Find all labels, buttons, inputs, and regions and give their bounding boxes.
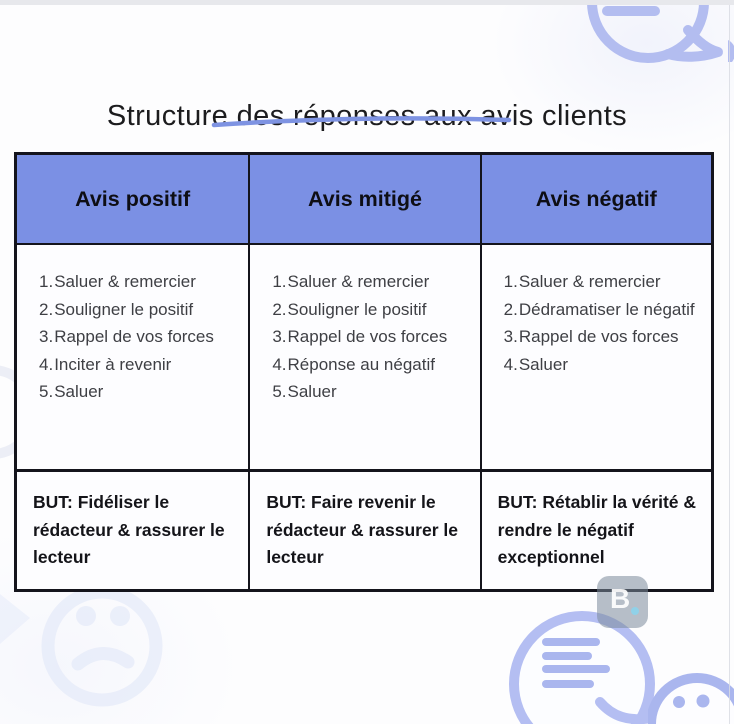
step-number: 4. [272, 354, 287, 374]
logo-badge-dot [631, 607, 639, 615]
step-text: Dédramatiser le négatif [518, 299, 695, 319]
step-item: 1.Saluer & remercier [39, 268, 240, 296]
step-number: 5. [272, 382, 287, 402]
step-text: Souligner le positif [287, 299, 427, 319]
step-item: 3.Rappel de vos forces [272, 323, 471, 351]
step-text: Saluer & remercier [518, 272, 661, 291]
step-item: 3.Rappel de vos forces [504, 323, 703, 351]
step-number: 4. [39, 354, 54, 374]
faint-bubble-tail-icon [0, 594, 30, 644]
smiley-icon [648, 673, 734, 724]
step-number: 4. [503, 354, 518, 374]
step-text: Saluer & remercier [54, 272, 196, 291]
step-number: 1. [272, 272, 287, 291]
step-text: Rappel de vos forces [518, 327, 679, 347]
step-text: Saluer [518, 354, 568, 374]
header-avis-mitige: Avis mitigé [248, 155, 480, 245]
step-text: Inciter à revenir [54, 354, 172, 374]
step-number: 2. [39, 299, 54, 319]
step-text: Saluer [287, 382, 337, 402]
sad-face-icon [41, 585, 163, 707]
logo-badge-letter: B [610, 583, 631, 614]
step-item: 1.Saluer & remercier [504, 268, 703, 296]
right-edge-line [729, 5, 730, 724]
top-border-strip [0, 0, 734, 5]
step-item: 4.Réponse au négatif [272, 351, 471, 379]
speech-bubble-icon [587, 0, 734, 63]
step-text: Réponse au négatif [287, 354, 435, 374]
goal-cell-negatif: BUT: Rétablir la vérité & rendre le néga… [479, 472, 711, 589]
step-number: 3. [503, 327, 518, 347]
step-number: 5. [39, 382, 54, 402]
step-text: Saluer & remercier [287, 272, 430, 291]
step-item: 5.Saluer [272, 378, 471, 406]
step-number: 1. [503, 272, 518, 291]
step-item: 5.Saluer [39, 378, 240, 406]
step-number: 2. [272, 299, 287, 319]
step-number: 1. [39, 272, 54, 291]
step-text: Souligner le positif [54, 299, 194, 319]
step-item: 4.Saluer [504, 351, 703, 379]
logo-badge: B [597, 576, 648, 628]
step-item: 2.Souligner le positif [39, 296, 240, 324]
chat-lines-icon [509, 611, 657, 724]
step-number: 3. [272, 327, 287, 347]
title-underline-swoosh [211, 116, 512, 128]
header-avis-negatif: Avis négatif [479, 155, 711, 245]
step-text: Rappel de vos forces [287, 327, 448, 347]
step-item: 1.Saluer & remercier [272, 268, 471, 296]
step-text: Rappel de vos forces [54, 327, 214, 347]
step-item: 2.Souligner le positif [272, 296, 471, 324]
step-number: 3. [39, 327, 54, 347]
goal-cell-mitige: BUT: Faire revenir le rédacteur & rassur… [248, 472, 479, 589]
review-response-table: Avis positif Avis mitigé Avis négatif 1.… [14, 152, 714, 592]
step-number: 2. [503, 299, 518, 319]
header-avis-positif: Avis positif [17, 155, 249, 245]
step-item: 4.Inciter à revenir [39, 351, 240, 379]
step-text: Saluer [54, 382, 104, 402]
step-item: 3.Rappel de vos forces [39, 323, 240, 351]
goal-cell-positif: BUT: Fidéliser le rédacteur & rassurer l… [33, 492, 225, 568]
step-item: 2.Dédramatiser le négatif [504, 296, 703, 324]
